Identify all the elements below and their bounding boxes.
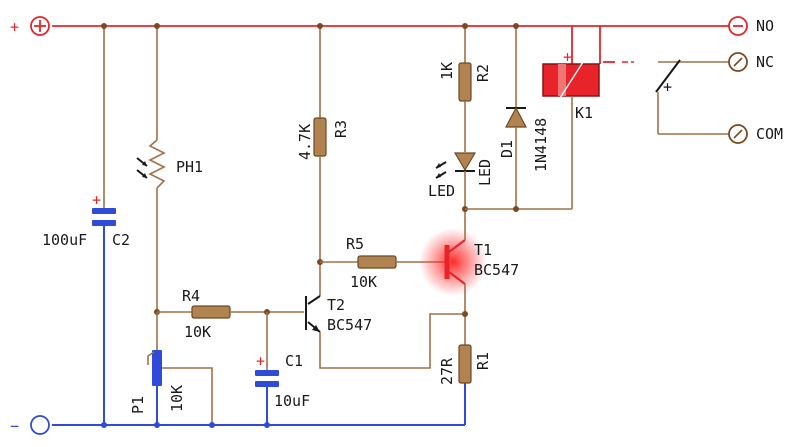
c1-polarity: + [256,352,265,370]
d1-type: 1N4148 [532,118,550,172]
ph1-photoresistor: PH1 [136,26,203,312]
t2-type: BC547 [327,316,372,334]
c1-capacitor: + C1 10uF [255,312,310,425]
r1-resistor: 27R R1 [438,284,492,425]
negative-terminal: − [10,415,50,435]
nc-terminal-label: NC [756,53,774,71]
led-ref: LED [428,182,455,200]
k1-coil-polarity: + [563,48,572,66]
t2-transistor: T2 BC547 [305,295,465,369]
c2-ref: C2 [112,231,130,249]
com-terminal: COM [728,124,783,144]
r1-ref: R1 [474,352,492,370]
com-terminal-label: COM [756,125,783,143]
led-label: LED [476,159,494,186]
led-diode: LED LED [428,152,494,240]
c2-polarity: + [92,191,101,209]
c1-ref: C1 [285,352,303,370]
r3-value: 4.7K [296,124,314,160]
positive-terminal: + [10,16,50,36]
no-terminal: NO [728,16,774,36]
r5-ref: R5 [346,235,364,253]
k1-contacts: + [600,25,729,135]
r4-value: 10K [184,323,211,341]
r1-value: 27R [438,357,456,385]
r3-ref: R3 [332,120,350,138]
ph1-ref: PH1 [176,158,203,176]
p1-value: 10K [168,385,186,412]
r2-value: 1K [438,62,456,80]
c2-capacitor: + 100uF C2 [42,26,130,425]
r4-ref: R4 [182,287,200,305]
p1-potentiometer: P1 10K [129,309,213,425]
d1-ref: D1 [498,140,516,158]
t1-transistor: T1 BC547 [419,228,519,296]
r4-resistor: R4 10K [157,287,304,341]
t2-ref: T2 [327,296,345,314]
junction-nodes [101,23,323,428]
r2-resistor: 1K R2 [438,26,492,152]
c2-value: 100uF [42,231,87,249]
nc-terminal: NC [728,52,774,72]
k1-contact-polarity: + [663,78,672,96]
negative-terminal-label: − [10,417,19,435]
r5-value: 10K [350,273,377,291]
r3-resistor: 4.7K R3 [296,26,350,296]
positive-rail [52,25,601,64]
t1-type: BC547 [474,261,519,279]
r5-resistor: R5 10K [320,235,446,291]
positive-terminal-label: + [10,18,19,36]
k1-relay: + K1 [542,26,600,209]
r2-ref: R2 [474,64,492,82]
c1-value: 10uF [274,392,310,410]
d1-diode: D1 1N4148 [465,23,572,212]
k1-ref: K1 [575,104,593,122]
no-terminal-label: NO [756,17,774,35]
p1-ref: P1 [129,396,147,414]
t1-ref: T1 [474,241,492,259]
